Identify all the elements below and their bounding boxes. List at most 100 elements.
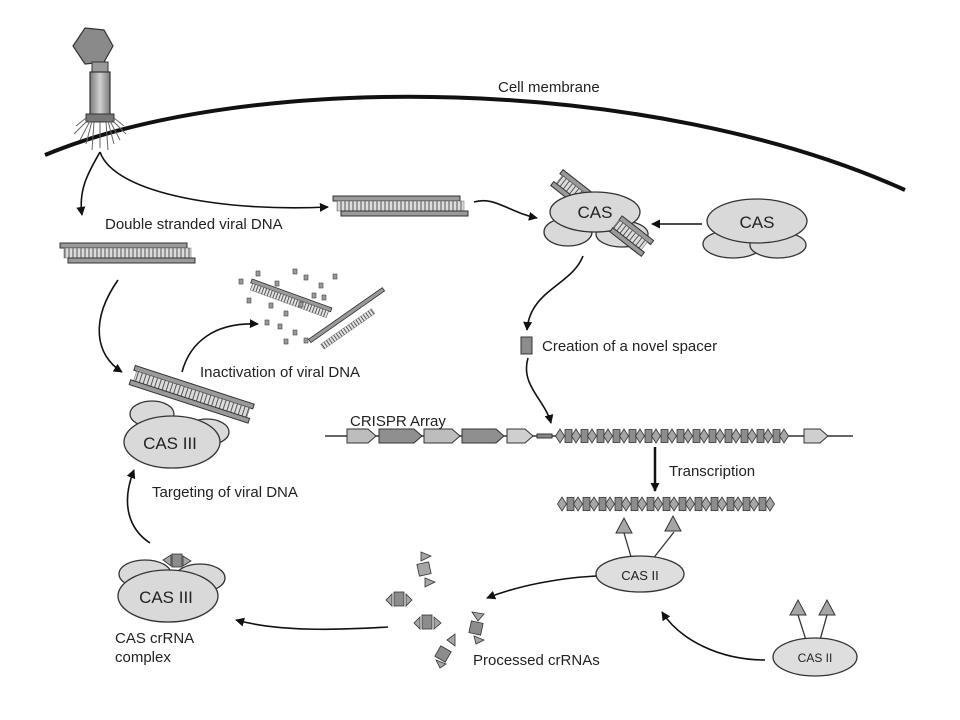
- spacer-block: [628, 429, 637, 443]
- repeat-diamond: [779, 428, 789, 444]
- repeat-diamond: [555, 428, 565, 444]
- cas-ii-free-label: CAS II: [798, 651, 833, 665]
- repeat-diamond: [667, 428, 677, 444]
- arrow-cas-iii-to-inactivation: [181, 319, 259, 373]
- cas-iii-crrna-complex: CAS III: [117, 553, 226, 623]
- spacer-block: [724, 429, 733, 443]
- repeat-diamond: [621, 496, 631, 512]
- repeat-diamond: [589, 496, 599, 512]
- crispr-repeat-spacer-units: [555, 428, 789, 444]
- spacer-block: [694, 497, 703, 511]
- spacer-block: [678, 497, 687, 511]
- cell-membrane-label: Cell membrane: [498, 79, 600, 96]
- spacer-block: [580, 429, 589, 443]
- crispr-array: [325, 428, 853, 444]
- spacer-block: [742, 497, 751, 511]
- spacer-block: [644, 429, 653, 443]
- repeat-diamond: [731, 428, 741, 444]
- repeat-diamond: [733, 496, 743, 512]
- spacer-block: [662, 497, 671, 511]
- arrow-cas-ii-to-crrnas: [486, 575, 597, 600]
- cas-iii-targeting-label: CAS III: [143, 434, 197, 453]
- repeat-diamond: [653, 496, 663, 512]
- cas-iii-complex-label: CAS III: [139, 588, 193, 607]
- novel-spacer-label: Creation of a novel spacer: [542, 338, 717, 355]
- repeat-diamond: [763, 428, 773, 444]
- repeat-diamond: [669, 496, 679, 512]
- spacer-block: [598, 497, 607, 511]
- transcription-label: Transcription: [669, 463, 755, 480]
- spacer-block: [596, 429, 605, 443]
- crispr-array-label: CRISPR Array: [350, 413, 446, 430]
- cas-protein-free: CAS: [702, 198, 808, 259]
- targeting-label: Targeting of viral DNA: [152, 484, 298, 501]
- spacer-block: [614, 497, 623, 511]
- arrow-complex-to-targeting: [126, 469, 151, 544]
- arrow-crrnas-to-cas-iii: [235, 617, 389, 631]
- spacer-block: [676, 429, 685, 443]
- repeat-diamond: [603, 428, 613, 444]
- repeat-diamond: [605, 496, 615, 512]
- viral-dna-top: [332, 195, 469, 217]
- spacer-block: [758, 497, 767, 511]
- repeat-diamond: [651, 428, 661, 444]
- repeat-diamond: [573, 496, 583, 512]
- inactivation-label: Inactivation of viral DNA: [200, 364, 360, 381]
- repeat-diamond: [685, 496, 695, 512]
- repeat-diamond: [701, 496, 711, 512]
- spacer-block: [660, 429, 669, 443]
- cas-free-label: CAS: [740, 213, 775, 232]
- double-stranded-viral-dna-label: Double stranded viral DNA: [105, 216, 283, 233]
- spacer-block: [566, 497, 575, 511]
- arrow-dna-to-cas: [473, 199, 538, 221]
- arrow-phage-to-top-dna: [99, 151, 329, 212]
- spacer-block: [708, 429, 717, 443]
- novel-spacer-icon: [520, 336, 533, 355]
- arrow-cas-ii-free-to-bound: [661, 611, 766, 661]
- repeat-diamond: [683, 428, 693, 444]
- cas-protein-label: CAS: [578, 203, 613, 222]
- cell-membrane-line: [44, 94, 906, 192]
- arrow-spacer-to-array: [525, 357, 554, 424]
- repeat-diamond: [571, 428, 581, 444]
- cas-ii-bound: CAS II: [595, 514, 685, 593]
- pre-crrna-transcript: [557, 496, 775, 512]
- spacer-block: [612, 429, 621, 443]
- spacer-block: [692, 429, 701, 443]
- repeat-diamond: [715, 428, 725, 444]
- spacer-block: [756, 429, 765, 443]
- arrow-phage-to-left-dna: [76, 151, 101, 216]
- processed-crrnas-label: Processed crRNAs: [473, 652, 600, 669]
- arrow-left-dna-to-cas-iii: [98, 279, 123, 373]
- cas-crrna-complex-label-line2: complex: [115, 649, 171, 666]
- spacer-block: [646, 497, 655, 511]
- repeat-diamond: [635, 428, 645, 444]
- cas-ii-bound-label: CAS II: [621, 568, 659, 583]
- spacer-block: [740, 429, 749, 443]
- cas-acquisition-complex: CAS: [543, 169, 655, 258]
- bacteriophage-icon: [72, 27, 127, 151]
- cas-crrna-complex-label-line1: CAS crRNA: [115, 630, 194, 647]
- repeat-diamond: [587, 428, 597, 444]
- repeat-diamond: [557, 496, 567, 512]
- cas-ii-free: CAS II: [772, 598, 858, 677]
- repeat-diamond: [749, 496, 759, 512]
- repeat-diamond: [747, 428, 757, 444]
- spacer-block: [710, 497, 719, 511]
- cas-iii-targeting-complex: CAS III: [123, 364, 255, 469]
- degraded-viral-dna: [238, 268, 386, 350]
- viral-dna-left: [59, 242, 196, 264]
- spacer-block: [564, 429, 573, 443]
- spacer-block: [582, 497, 591, 511]
- repeat-diamond: [717, 496, 727, 512]
- spacer-block: [726, 497, 735, 511]
- spacer-block: [630, 497, 639, 511]
- repeat-diamond: [619, 428, 629, 444]
- arrow-cas-to-spacer: [523, 255, 584, 331]
- processed-crrna-fragments: [385, 551, 485, 669]
- repeat-diamond: [637, 496, 647, 512]
- repeat-diamond: [765, 496, 775, 512]
- repeat-diamond: [699, 428, 709, 444]
- spacer-block: [772, 429, 781, 443]
